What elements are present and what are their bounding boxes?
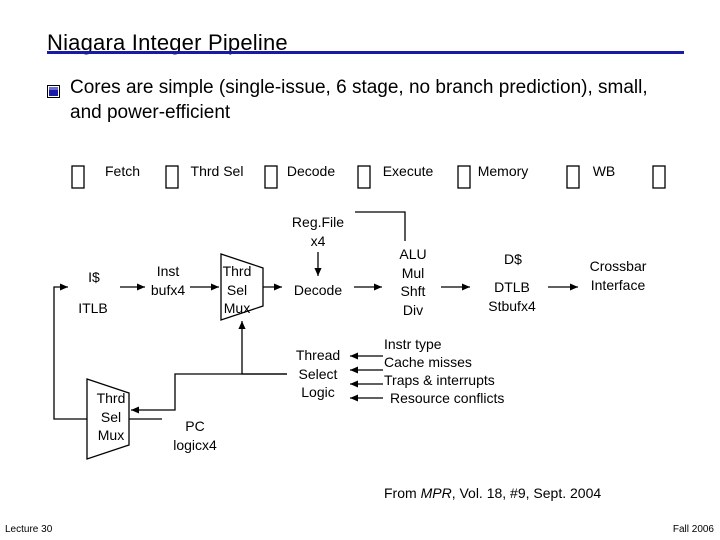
bullet-text: Cores are simple (single-issue, 6 stage,… [70, 77, 648, 123]
stage-label-execute: Execute [382, 163, 434, 179]
pipeline-register-memory [457, 165, 471, 189]
bullet-box-icon [47, 85, 60, 98]
footer-lecture: Lecture 30 [5, 524, 53, 535]
stage-label-fetch: Fetch [104, 163, 140, 179]
input-cache-misses: Cache misses [384, 354, 472, 370]
pipeline-register-decode [264, 165, 278, 189]
stage-label-memory: Memory [477, 163, 529, 179]
input-traps: Traps & interrupts [384, 372, 495, 388]
input-resource-conflicts: Resource conflicts [390, 390, 505, 406]
slide-title: Niagara Integer Pipeline [47, 30, 288, 55]
thread-select-inputs: Instr type Cache misses Traps & interrup… [384, 335, 564, 407]
pipeline-register-thrdsel [165, 165, 179, 189]
stage-label-decode: Decode [286, 163, 336, 179]
thrd-sel-mux-top [220, 253, 264, 321]
pipeline-register-fetch [71, 165, 85, 189]
input-instr-type: Instr type [384, 336, 442, 352]
stage-label-thrd-sel: Thrd Sel [190, 163, 244, 179]
source-citation: From MPR, Vol. 18, #9, Sept. 2004 [384, 485, 602, 501]
pipeline-register-wb [566, 165, 580, 189]
dcache-label: D$ [504, 251, 522, 267]
pipeline-register-end [652, 165, 666, 189]
thrd-sel-mux-bottom [86, 378, 130, 460]
title-underline [47, 51, 684, 54]
stage-label-wb: WB [592, 163, 616, 179]
footer-term: Fall 2006 [672, 524, 714, 535]
icache-label: I$ [88, 269, 100, 285]
itlb-label: ITLB [78, 300, 108, 316]
pipeline-register-execute [357, 165, 371, 189]
decode-label: Decode [293, 282, 343, 298]
